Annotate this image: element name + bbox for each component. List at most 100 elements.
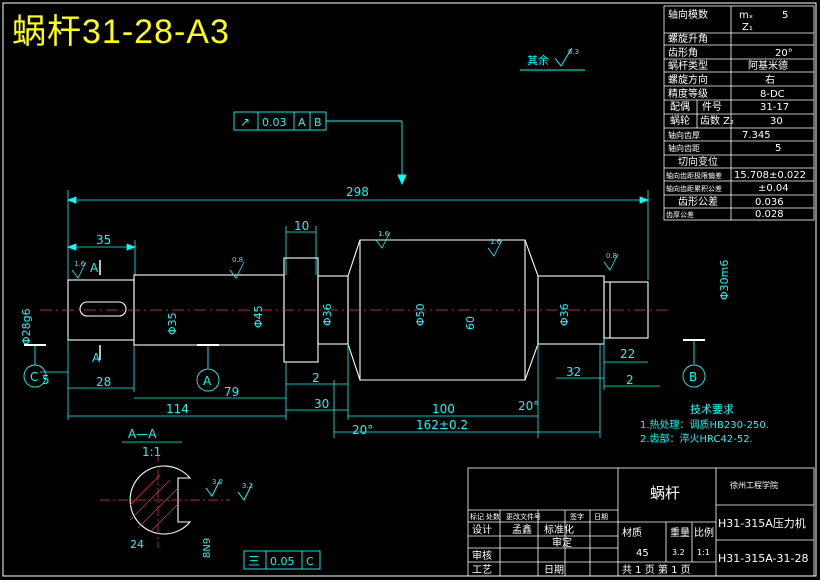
title-approve-label: 审定 [552,536,572,549]
param-sym-z1: Z₁ [742,22,753,33]
dim-298: 298 [346,185,369,199]
param-label-cum: 轴向齿距累积公差 [666,184,722,193]
param-label-type: 蜗杆类型 [668,59,708,72]
param-value-cum: ±0.04 [758,183,789,194]
tolerance-frame-bottom [243,550,321,570]
roughness-marks [71,231,619,279]
title-sheet-info: 共 1 页 第 1 页 [622,563,691,576]
param-label-profile: 齿形角 [668,47,698,59]
roughness-5: 0.8 [606,252,617,260]
datum-a [196,344,220,392]
view-marker-a-top: A [90,261,99,275]
title-weight-label: 重量 [670,526,690,539]
dim-22: 22 [620,347,635,361]
dim-35 [66,240,137,275]
dim-30: 30 [314,397,329,411]
title-rev-mark: 标记 [470,512,484,521]
tolerance-bottom-symbol: 三 [248,554,260,568]
param-label-mate: 配偶 [670,100,690,113]
title-material: 45 [636,548,649,559]
tolerance-top-symbol: ↗ [240,115,250,129]
param-sym-partno: 件号 [702,101,722,113]
view-marker-a-bottom: A [92,351,101,365]
tolerance-frame-top [233,111,407,186]
dim-10-text: 10 [294,219,309,233]
title-part-name: 蜗杆 [650,484,680,502]
dia-35: Φ35 [166,312,179,335]
section-hatch [129,474,179,533]
dia-36b: Φ36 [558,303,571,326]
param-label-thickness: 轴向齿厚 [668,130,700,140]
param-label-wheel: 蜗轮 [670,114,690,127]
section-key-width: 8N9 [202,538,213,558]
dia-50: Φ50 [414,303,427,326]
title-date-label: 日期 [544,564,564,576]
dim-bottom-lines [40,338,660,438]
angle-left: 20° [352,423,373,437]
param-value-partno: 31-17 [760,102,789,113]
page-title: 蜗杆31-28-A3 [12,13,230,51]
title-part-no: H31-315A-31-28 [718,552,808,565]
datum-b [682,339,706,388]
title-block-text: 蜗杆 徐州工程学院 H31-315A压力机 H31-315A-31-28 材质 … [470,480,808,576]
dim-5: 5 [42,373,50,387]
roughness-other: 其余 6.3 [520,47,585,71]
title-rev-count: 处数 [486,512,500,521]
params-text: 轴向模数 mₓ 5 Z₁ 螺旋升角 齿形角 20° 蜗杆类型 阿基米德 螺旋方向… [666,8,806,220]
title-rev-date: 日期 [594,513,608,521]
dim-overall [66,190,650,280]
param-value-teeth: 30 [770,116,783,127]
title-drawing-no: H31-315A压力机 [718,516,806,530]
param-value-pitch: 5 [775,143,781,154]
datum-b-label: B [689,370,697,384]
param-label-direction: 螺旋方向 [668,73,708,86]
param-label-module: 轴向模数 [668,8,708,21]
title-school: 徐州工程学院 [730,480,778,490]
title-scale-label: 比例 [694,526,714,539]
tolerance-bottom-datum: C [306,555,314,568]
param-value-pitch-dev: 15.708±0.022 [734,170,806,181]
section-scale: 1:1 [142,445,161,459]
dim-bottom-text: 5 28 79 114 2 30 100 162±0.2 32 2 22 20°… [42,347,635,437]
dim-79: 79 [224,385,239,399]
dim-10 [285,226,317,275]
param-label-pitch-dev: 轴向齿距极限偏差 [666,171,722,180]
dim-2b: 2 [626,373,634,387]
title-standardize-label: 标准化 [544,523,574,536]
param-label-profile-tol: 齿形公差 [678,195,718,208]
datum-c [23,344,47,388]
tolerance-top-datum-a: A [298,116,306,129]
datum-c-label: C [30,370,38,384]
param-value-thickness: 7.345 [742,130,771,141]
tolerance-top-datum-b: B [314,116,322,129]
tech-req-1: 1.热处理：调质HB230-250. [640,418,769,431]
param-value-accuracy: 8-DC [760,89,785,100]
title-process-label: 工艺 [472,564,492,576]
param-label-pitch: 轴向齿距 [668,143,700,153]
dim-35-text: 35 [96,233,111,247]
dia-60: 60 [464,316,477,330]
param-value-profile: 20° [775,48,793,59]
roughness-other-label: 其余 [527,53,549,67]
dim-32: 32 [566,365,581,379]
title-rev-file: 更改文件号 [506,512,541,521]
section-key-depth: 24 [130,538,144,551]
param-value-thickness-tol: 0.028 [755,209,784,220]
title-designer: 孟鑫 [512,523,532,536]
params-table [663,5,815,221]
section-label: A—A [128,427,157,441]
title-review-label: 审核 [472,549,492,562]
dia-45: Φ45 [252,305,265,328]
dia-labels: Φ28g6 Φ35 Φ45 Φ36 Φ50 60 Φ36 Φ30m6 [20,260,731,345]
param-sym-teeth: 齿数 Z₂ [700,114,734,127]
datum-a-label: A [203,374,212,388]
tolerance-top-value: 0.03 [262,116,287,129]
title-rev-sign: 签字 [570,512,584,521]
dim-114: 114 [166,402,189,416]
tech-req-title: 技术要求 [690,403,734,416]
dim-2a: 2 [312,371,320,385]
tolerance-bottom-value: 0.05 [270,555,295,568]
section-roughness: 3.2 [212,478,223,486]
section-roughness-2: 3.2 [242,482,253,490]
